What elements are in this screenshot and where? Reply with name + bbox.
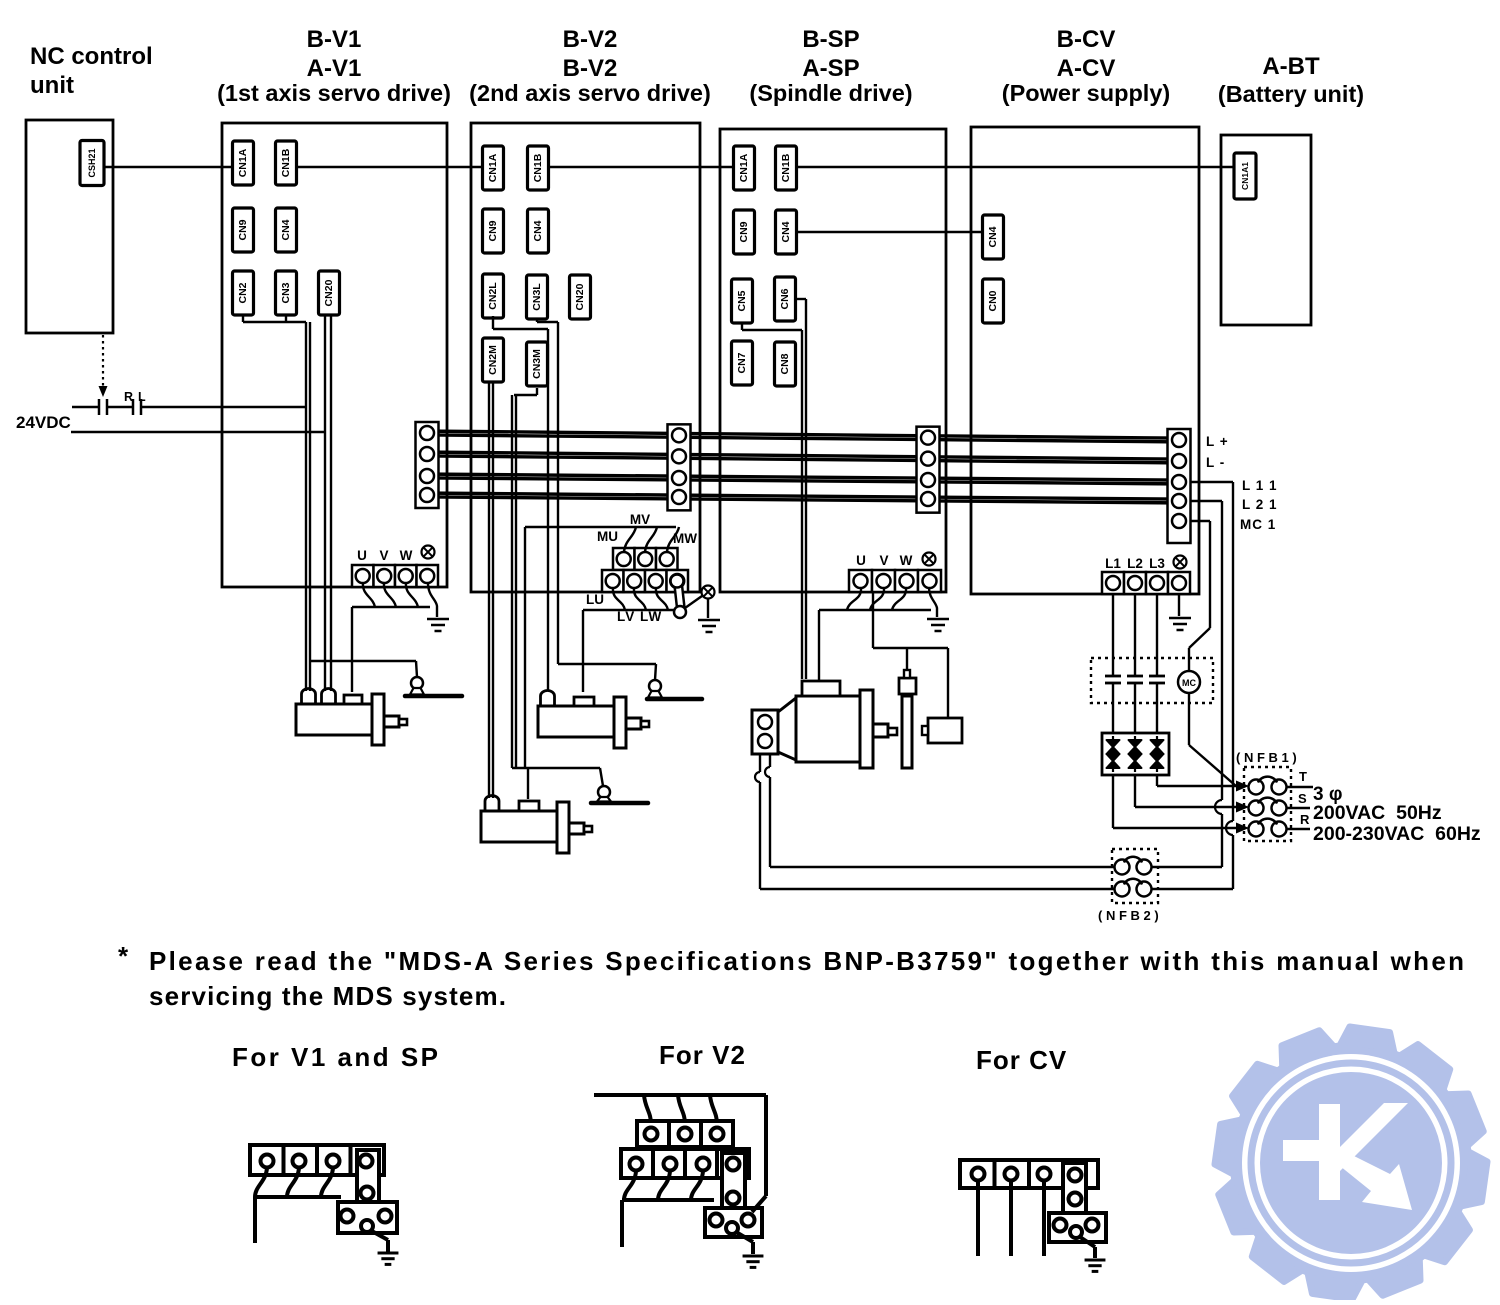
svg-text:MC 1: MC 1 [1240, 517, 1276, 532]
svg-text:( N F B 1 ): ( N F B 1 ) [1236, 750, 1297, 765]
svg-text:S: S [1298, 791, 1307, 806]
svg-text:MV: MV [630, 512, 650, 527]
svg-text:A-V1: A-V1 [307, 55, 362, 82]
svg-text:CN9: CN9 [487, 220, 499, 241]
svg-text:CN4: CN4 [280, 219, 292, 240]
svg-text:MW: MW [673, 531, 697, 546]
svg-text:CN20: CN20 [323, 279, 335, 306]
svg-text:CN3L: CN3L [531, 283, 543, 311]
svg-text:A-BT: A-BT [1262, 53, 1320, 80]
svg-text:T: T [1299, 769, 1307, 784]
svg-text:CN6: CN6 [779, 288, 791, 309]
svg-text:CN4: CN4 [987, 226, 999, 247]
svg-text:For V2: For V2 [659, 1040, 746, 1070]
svg-text:*: * [118, 941, 129, 971]
svg-text:200VAC 50Hz: 200VAC 50Hz [1313, 802, 1442, 824]
svg-text:LV LW: LV LW [617, 609, 662, 624]
svg-text:(2nd axis servo drive): (2nd axis servo drive) [469, 80, 711, 106]
svg-text:CN0: CN0 [987, 290, 999, 311]
svg-text:MU: MU [597, 529, 618, 544]
svg-text:CN3: CN3 [280, 282, 292, 303]
svg-text:unit: unit [30, 72, 74, 99]
svg-text:L 2 1: L 2 1 [1242, 497, 1278, 512]
svg-text:L -: L - [1206, 455, 1225, 470]
svg-text:200-230VAC 60Hz: 200-230VAC 60Hz [1313, 823, 1481, 845]
svg-text:(Power supply): (Power supply) [1002, 80, 1170, 106]
svg-text:CN4: CN4 [780, 221, 792, 242]
svg-text:CN7: CN7 [736, 352, 748, 373]
svg-text:A-SP: A-SP [802, 55, 859, 82]
svg-text:CSH21: CSH21 [87, 148, 97, 177]
svg-text:B-V2: B-V2 [563, 26, 618, 53]
svg-text:CN1A: CN1A [237, 148, 249, 177]
svg-text:B-CV: B-CV [1057, 26, 1116, 53]
svg-text:Please read the "MDS-A Series: Please read the "MDS-A Series Specificat… [149, 946, 1464, 976]
svg-text:U: U [357, 548, 367, 563]
svg-text:B-V2: B-V2 [563, 55, 618, 82]
svg-text:LU: LU [586, 592, 604, 607]
svg-text:CN1A: CN1A [738, 153, 750, 182]
svg-text:L3: L3 [1149, 556, 1165, 571]
svg-text:For CV: For CV [976, 1045, 1067, 1075]
svg-text:CN2L: CN2L [487, 282, 499, 310]
svg-text:L: L [138, 390, 146, 404]
svg-text:CN1A: CN1A [487, 153, 499, 182]
svg-text:A-CV: A-CV [1057, 55, 1116, 82]
svg-text:R: R [124, 390, 133, 404]
svg-text:CN20: CN20 [574, 283, 586, 310]
svg-text:CN9: CN9 [738, 221, 750, 242]
svg-text:L1: L1 [1105, 556, 1121, 571]
svg-text:CN5: CN5 [736, 290, 748, 311]
svg-text:CN1B: CN1B [780, 153, 792, 182]
svg-text:L +: L + [1206, 434, 1229, 449]
svg-text:R: R [1300, 812, 1310, 827]
svg-text:CN1B: CN1B [280, 148, 292, 177]
svg-text:B-SP: B-SP [802, 26, 859, 53]
svg-text:3 φ: 3 φ [1313, 784, 1342, 805]
svg-text:CN4: CN4 [532, 220, 544, 241]
svg-text:CN2M: CN2M [487, 345, 499, 375]
svg-text:CN9: CN9 [237, 219, 249, 240]
svg-text:CN8: CN8 [779, 353, 791, 374]
svg-text:L 1 1: L 1 1 [1242, 478, 1278, 493]
svg-text:CN3M: CN3M [531, 349, 543, 379]
svg-text:servicing the MDS system.: servicing the MDS system. [149, 981, 506, 1011]
svg-text:24VDC: 24VDC [16, 413, 71, 432]
svg-text:NC control: NC control [30, 43, 153, 70]
svg-text:(1st axis servo drive): (1st axis servo drive) [217, 80, 451, 106]
svg-text:(Spindle drive): (Spindle drive) [749, 80, 912, 106]
svg-text:W: W [400, 548, 413, 563]
svg-text:(Battery unit): (Battery unit) [1218, 81, 1364, 107]
svg-text:CN1B: CN1B [532, 153, 544, 182]
svg-text:( N F B 2 ): ( N F B 2 ) [1098, 908, 1159, 923]
svg-text:W: W [900, 553, 913, 568]
svg-text:CN2: CN2 [237, 282, 249, 303]
svg-text:L2: L2 [1127, 556, 1143, 571]
svg-text:CN1A1: CN1A1 [1240, 162, 1250, 190]
svg-text:V: V [879, 553, 888, 568]
svg-text:B-V1: B-V1 [307, 26, 362, 53]
svg-text:V: V [379, 548, 388, 563]
svg-text:For V1 and SP: For V1 and SP [232, 1042, 438, 1072]
svg-text:U: U [856, 553, 866, 568]
svg-text:MC: MC [1182, 678, 1196, 688]
